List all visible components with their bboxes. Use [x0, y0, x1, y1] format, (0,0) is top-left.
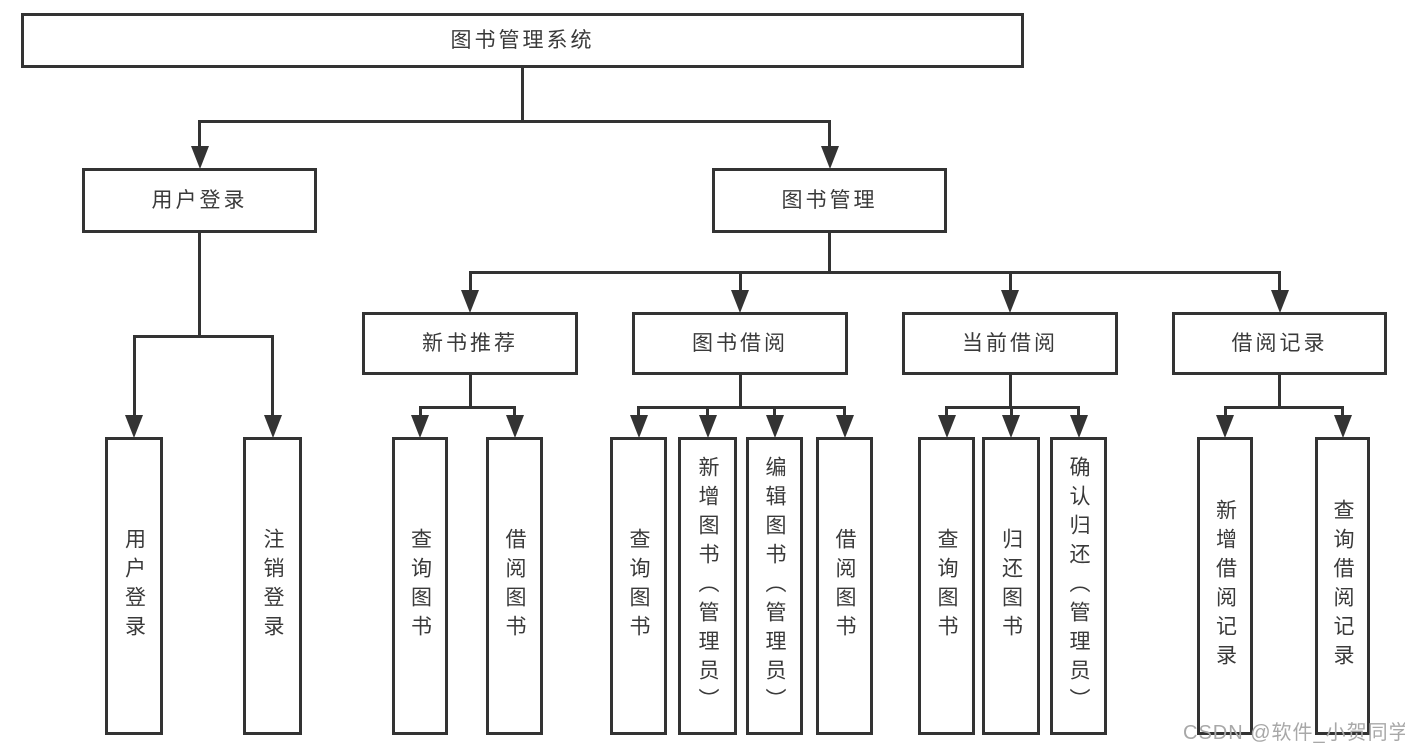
node-label-leaf-edit-book: 编辑图书（管理员）	[763, 455, 786, 717]
node-leaf-borrow-book-rec: 借阅图书	[486, 437, 543, 735]
node-leaf-return-book: 归还图书	[982, 437, 1040, 735]
node-label-leaf-borrow-book-rec: 借阅图书	[503, 528, 526, 644]
node-label-leaf-confirm-return: 确认归还（管理员）	[1067, 455, 1090, 717]
connector-drop	[706, 407, 709, 419]
node-new-book-rec: 新书推荐	[362, 312, 578, 375]
connector-drop	[1008, 272, 1012, 294]
arrow-down-icon	[835, 415, 854, 438]
node-book-borrow: 图书借阅	[632, 312, 848, 375]
arrow-down-icon	[1001, 290, 1019, 313]
connector-drop	[1009, 407, 1013, 419]
node-leaf-logout: 注销登录	[243, 437, 302, 735]
connector-drop	[773, 407, 776, 419]
arrow-down-icon	[1002, 415, 1020, 438]
node-label-new-book-rec: 新书推荐	[422, 332, 518, 355]
arrow-down-icon	[937, 415, 956, 438]
node-leaf-query-book-rec: 查询图书	[392, 437, 448, 735]
connector-branch-bar	[945, 405, 1080, 409]
arrow-down-icon	[505, 415, 524, 438]
connector-branch-bar	[132, 334, 274, 338]
connector-drop	[945, 407, 948, 419]
node-label-current-borrow: 当前借阅	[962, 332, 1058, 355]
arrow-down-icon	[698, 415, 717, 438]
arrow-down-icon	[1069, 415, 1088, 438]
node-leaf-user-login: 用户登录	[105, 437, 163, 735]
connector-drop	[1278, 272, 1281, 294]
arrow-down-icon	[411, 415, 429, 438]
connector-drop	[738, 272, 742, 294]
connector-drop	[1223, 407, 1227, 419]
node-leaf-query-current: 查询图书	[918, 437, 975, 735]
node-label-leaf-return-book: 归还图书	[999, 528, 1023, 644]
connector-branch-bar	[1223, 405, 1344, 409]
connector-branch-bar	[637, 405, 846, 409]
connector-stem	[738, 375, 742, 409]
connector-drop	[132, 336, 136, 419]
node-label-leaf-query-book: 查询图书	[627, 528, 650, 644]
connector-stem	[198, 233, 201, 338]
connector-drop	[1077, 407, 1080, 419]
connector-stem	[521, 68, 524, 123]
connector-drop	[468, 272, 472, 294]
connector-drop	[1341, 407, 1344, 419]
connector-drop	[828, 121, 831, 150]
node-book-mgmt: 图书管理	[712, 168, 947, 233]
node-leaf-add-book: 新增图书（管理员）	[678, 437, 737, 735]
node-label-root: 图书管理系统	[450, 29, 595, 52]
arrow-down-icon	[190, 146, 209, 169]
arrow-down-icon	[1270, 290, 1289, 313]
node-leaf-add-record: 新增借阅记录	[1197, 437, 1253, 735]
node-leaf-query-book: 查询图书	[610, 437, 667, 735]
connector-stem	[1008, 375, 1012, 409]
connector-drop	[513, 407, 516, 419]
node-borrow-record: 借阅记录	[1172, 312, 1387, 375]
node-leaf-confirm-return: 确认归还（管理员）	[1050, 437, 1107, 735]
node-user-login: 用户登录	[82, 168, 317, 233]
connector-drop	[843, 407, 846, 419]
arrow-down-icon	[1333, 415, 1352, 438]
node-root: 图书管理系统	[21, 13, 1024, 68]
node-label-leaf-add-record: 新增借阅记录	[1213, 499, 1237, 673]
connector-stem	[828, 233, 831, 274]
node-label-leaf-query-current: 查询图书	[935, 528, 958, 644]
arrow-down-icon	[125, 415, 143, 438]
csdn-watermark: CSDN @软件_小贺同学	[1183, 722, 1405, 744]
connector-branch-bar	[418, 405, 516, 409]
node-label-leaf-user-login: 用户登录	[122, 528, 146, 644]
node-leaf-edit-book: 编辑图书（管理员）	[746, 437, 803, 735]
arrow-down-icon	[1216, 415, 1234, 438]
node-label-leaf-borrow-book: 借阅图书	[833, 528, 856, 644]
connector-drop	[418, 407, 422, 419]
arrow-down-icon	[629, 415, 648, 438]
node-label-borrow-record: 借阅记录	[1231, 332, 1328, 355]
node-label-book-borrow: 图书借阅	[692, 332, 788, 355]
node-label-user-login: 用户登录	[151, 189, 248, 212]
connector-branch-bar	[198, 119, 831, 123]
arrow-down-icon	[263, 415, 282, 438]
arrow-down-icon	[765, 415, 784, 438]
arrow-down-icon	[461, 290, 479, 313]
connector-drop	[637, 407, 640, 419]
node-leaf-query-record: 查询借阅记录	[1315, 437, 1370, 735]
connector-drop	[271, 336, 274, 419]
node-label-book-mgmt: 图书管理	[781, 189, 878, 212]
connector-drop	[198, 121, 201, 150]
connector-stem	[1278, 375, 1281, 409]
arrow-down-icon	[731, 290, 749, 313]
node-leaf-borrow-book: 借阅图书	[816, 437, 873, 735]
arrow-down-icon	[820, 146, 839, 169]
node-current-borrow: 当前借阅	[902, 312, 1118, 375]
node-label-leaf-logout: 注销登录	[261, 528, 284, 644]
connector-stem	[468, 375, 472, 409]
node-label-leaf-query-book-rec: 查询图书	[408, 528, 432, 644]
connector-branch-bar	[468, 270, 1281, 274]
node-label-leaf-query-record: 查询借阅记录	[1331, 499, 1354, 673]
node-label-leaf-add-book: 新增图书（管理员）	[696, 455, 719, 717]
